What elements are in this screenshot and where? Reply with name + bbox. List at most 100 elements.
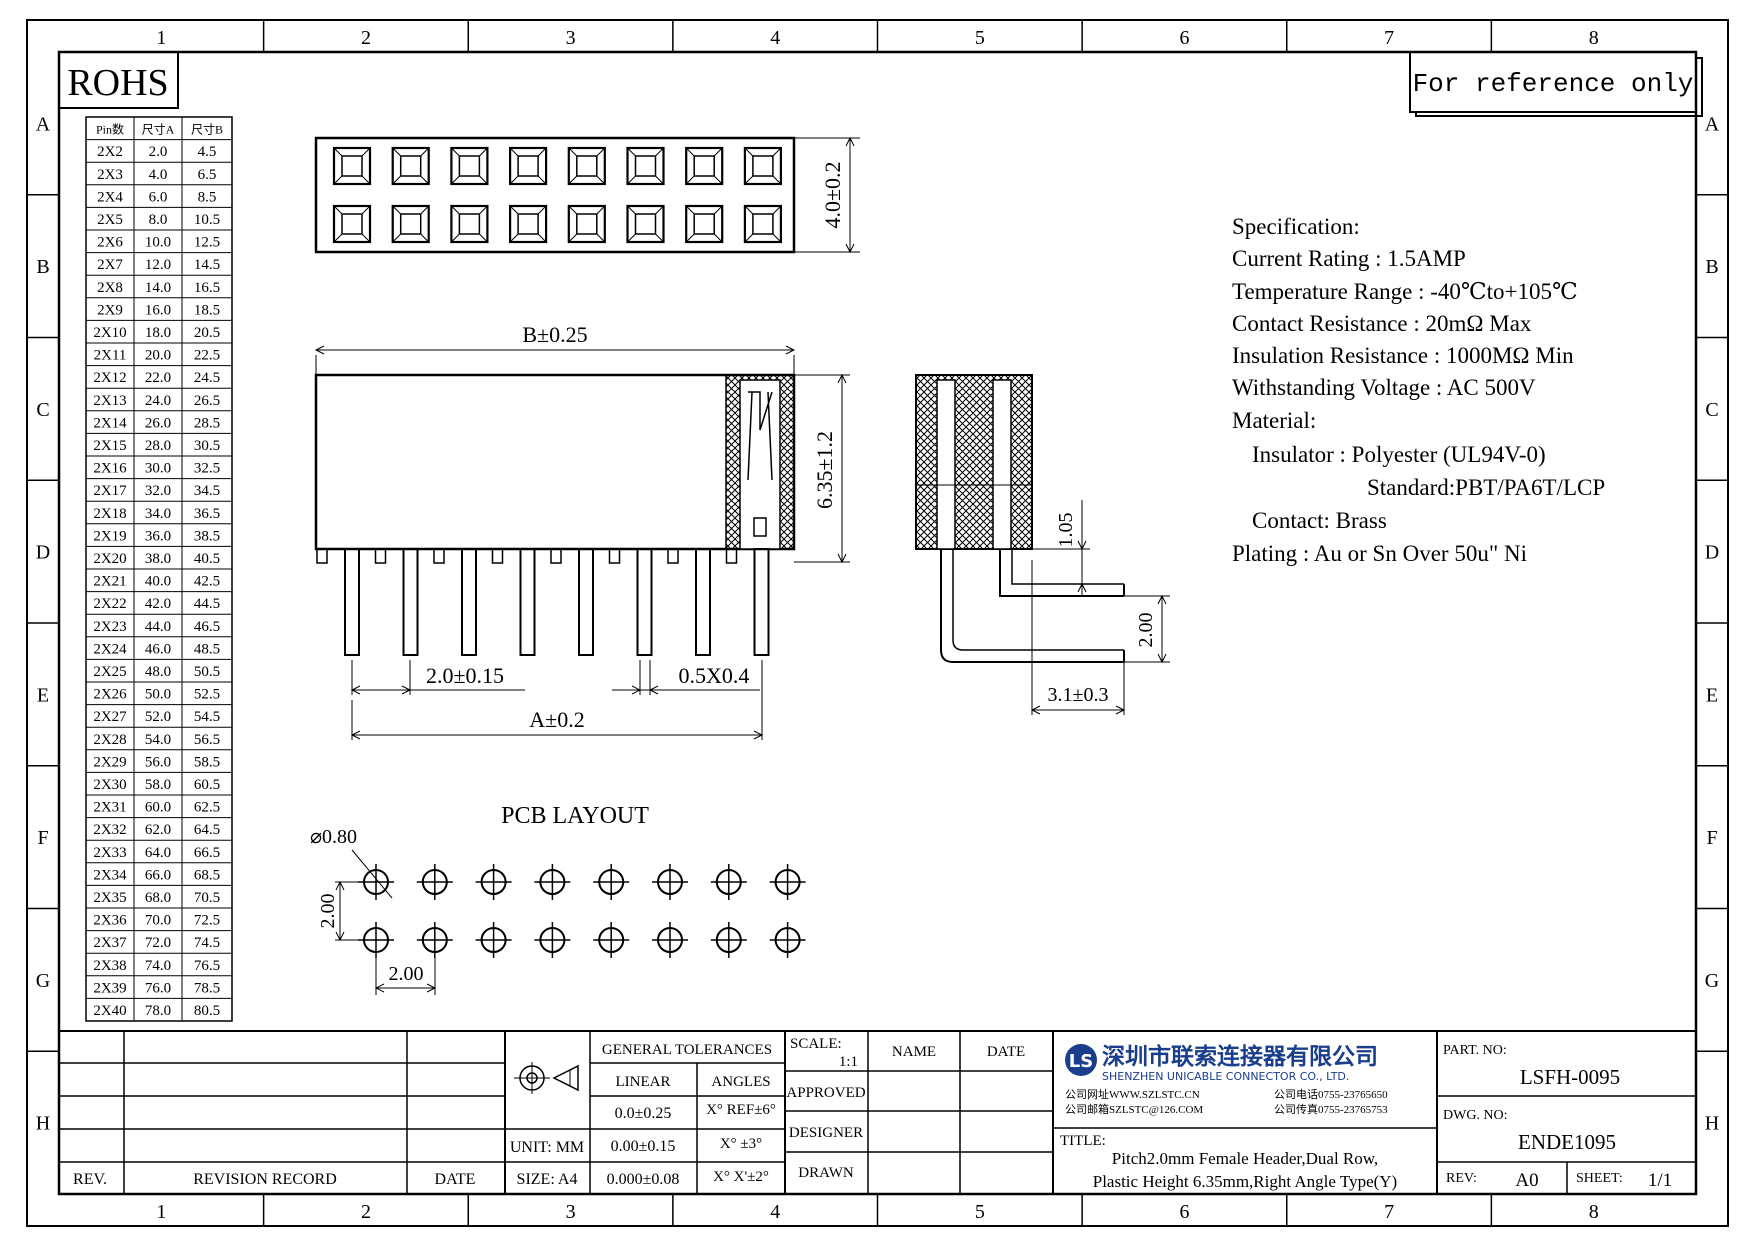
company-name-en: SHENZHEN UNICABLE CONNECTOR CO., LTD.	[1102, 1070, 1349, 1083]
row-label-right: D	[1705, 542, 1719, 564]
table-cell: 2X5	[97, 212, 123, 228]
column-label-bottom: 7	[1384, 1201, 1394, 1223]
table-cell: 80.5	[194, 1003, 220, 1019]
table-cell: 66.0	[145, 867, 171, 883]
table-header-cell: Pin数	[96, 122, 124, 137]
socket-opening	[341, 155, 363, 177]
table-cell: 34.5	[194, 483, 220, 499]
dim-a-width: A±0.2	[529, 707, 584, 732]
table-cell: 64.0	[145, 845, 171, 861]
column-label-top: 8	[1589, 27, 1599, 49]
tol-angles-1: X° REF±6°	[706, 1102, 776, 1118]
table-cell: 2X12	[93, 370, 126, 386]
column-label-bottom: 2	[361, 1201, 371, 1223]
table-cell: 4.0	[149, 167, 168, 183]
table-header-cell: 尺寸A	[142, 123, 175, 137]
socket-opening	[634, 213, 657, 235]
revision-record-header: REVISION RECORD	[193, 1171, 337, 1188]
table-cell: 74.0	[145, 958, 171, 974]
pcb-layout-title: PCB LAYOUT	[501, 803, 649, 829]
table-cell: 70.0	[145, 913, 171, 929]
column-label-bottom: 1	[156, 1201, 166, 1223]
row-label-left: F	[37, 827, 48, 849]
table-cell: 36.5	[194, 506, 220, 522]
table-cell: 18.5	[194, 302, 220, 318]
spec-line: Standard:PBT/PA6T/LCP	[1367, 475, 1605, 500]
table-cell: 44.0	[145, 619, 171, 635]
table-cell: 56.5	[194, 732, 220, 748]
pcb-row-pitch: 2.00	[317, 894, 339, 929]
approved-label: APPROVED	[786, 1085, 865, 1101]
side-view: 1.05 2.00 3.1±0.3	[915, 374, 1170, 715]
table-cell: 2X10	[93, 325, 126, 341]
socket-outline	[567, 204, 606, 244]
table-cell: 20.5	[194, 325, 220, 341]
table-cell: 56.0	[145, 754, 171, 770]
table-cell: 8.0	[149, 212, 168, 228]
tol-linear-1: 0.0±0.25	[615, 1105, 672, 1122]
drawn-label: DRAWN	[798, 1165, 854, 1181]
standoff	[374, 548, 387, 564]
table-cell: 22.0	[145, 370, 171, 386]
title-line-1: Pitch2.0mm Female Header,Dual Row,	[1112, 1149, 1378, 1168]
name-header: NAME	[892, 1044, 936, 1060]
table-cell: 16.5	[194, 280, 220, 296]
row-label-left: D	[36, 542, 50, 564]
table-cell: 2X28	[93, 732, 126, 748]
socket-outline	[450, 204, 489, 244]
general-tolerances-header: GENERAL TOLERANCES	[602, 1042, 772, 1058]
company-fax: 公司传真0755-23765753	[1274, 1102, 1388, 1116]
table-cell: 2X18	[93, 506, 126, 522]
standoff	[550, 548, 562, 564]
socket-outline	[567, 146, 606, 186]
table-cell: 2X29	[93, 754, 126, 770]
rohs-badge: ROHS	[58, 51, 179, 109]
projection-symbol-icon	[514, 1062, 579, 1094]
table-cell: 6.5	[198, 167, 217, 183]
table-cell: 2X39	[93, 980, 126, 996]
company-tel: 公司电话0755-23765650	[1274, 1088, 1388, 1101]
table-cell: 30.0	[145, 461, 171, 477]
table-cell: 46.0	[145, 641, 171, 657]
column-label-top: 5	[975, 27, 985, 49]
row-label-left: A	[36, 113, 51, 135]
table-cell: 2X19	[93, 528, 126, 544]
table-cell: 50.0	[145, 687, 171, 703]
dwg-no-value: ENDE1095	[1518, 1130, 1616, 1154]
sheet-value: 1/1	[1648, 1170, 1672, 1191]
table-cell: 18.0	[145, 325, 171, 341]
socket-outline	[626, 204, 665, 244]
table-cell: 60.0	[145, 800, 171, 816]
socket-outline	[450, 146, 489, 186]
table-cell: 50.5	[194, 664, 220, 680]
spec-line: Insulator : Polyester (UL94V-0)	[1252, 442, 1546, 467]
row-label-right: G	[1705, 970, 1719, 992]
unit-label: UNIT: MM	[510, 1139, 584, 1156]
scale-value: 1:1	[839, 1054, 858, 1070]
socket-outline	[626, 146, 665, 186]
dim-pitch: 2.0±0.15	[426, 663, 504, 688]
pin-lead	[344, 548, 360, 656]
table-cell: 42.0	[145, 596, 171, 612]
table-cell: 34.0	[145, 506, 171, 522]
table-cell: 58.5	[194, 754, 220, 770]
column-label-bottom: 8	[1589, 1201, 1599, 1223]
table-cell: 14.5	[194, 257, 220, 273]
socket-outline	[509, 204, 548, 244]
row-label-left: B	[36, 256, 49, 278]
table-cell: 8.5	[198, 189, 217, 205]
column-label-top: 1	[156, 27, 166, 49]
row-label-right: F	[1706, 827, 1717, 849]
table-cell: 2X17	[93, 483, 127, 499]
socket-outline	[391, 146, 430, 186]
table-cell: 48.5	[194, 641, 220, 657]
tol-linear-2: 0.00±0.15	[611, 1138, 676, 1155]
pin-lead	[461, 548, 477, 656]
table-cell: 28.5	[194, 415, 220, 431]
spec-line: Contact: Brass	[1252, 508, 1387, 533]
table-cell: 74.5	[194, 935, 220, 951]
reference-note-box: For reference only	[1409, 51, 1703, 117]
dim-side-2-00: 2.00	[1135, 613, 1157, 648]
table-cell: 2X4	[97, 189, 123, 205]
